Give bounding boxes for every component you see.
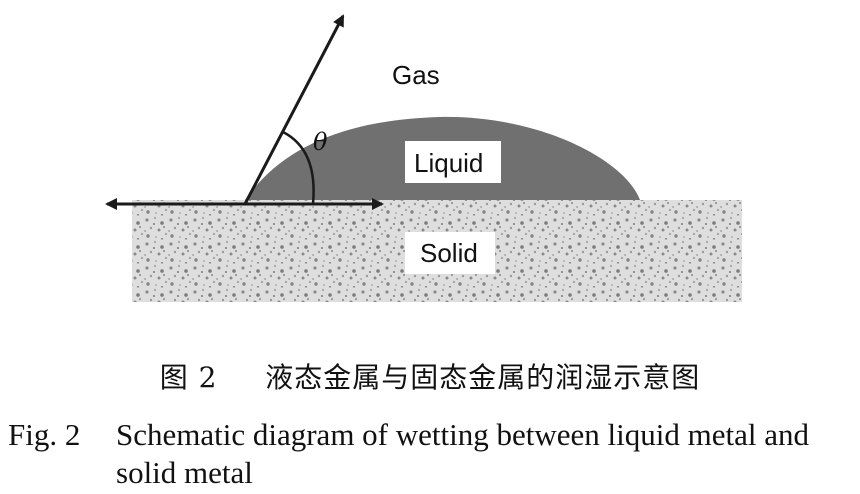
caption-chinese-fig: 图 2 xyxy=(159,361,218,394)
gas-label: Gas xyxy=(392,60,440,90)
caption-english-line2: solid metal xyxy=(116,455,253,490)
caption-chinese: 图 2 液态金属与固态金属的润湿示意图 xyxy=(0,356,860,396)
liquid-label-box xyxy=(405,141,501,183)
wetting-diagram: Gas Liquid Solid θ xyxy=(105,14,742,302)
theta-label: θ xyxy=(313,128,328,156)
caption-english: Fig. 2 Schematic diagram of wetting betwe… xyxy=(8,416,856,492)
caption-english-line1: Schematic diagram of wetting between liq… xyxy=(116,417,809,452)
liquid-label: Liquid xyxy=(414,148,483,178)
solid-label-box xyxy=(405,232,495,274)
tangent-arrow xyxy=(243,14,345,205)
caption-english-fig: Fig. 2 xyxy=(8,417,81,452)
contact-angle-arc xyxy=(282,130,315,205)
caption-chinese-text: 液态金属与固态金属的润湿示意图 xyxy=(265,361,701,394)
solid-label: Solid xyxy=(420,238,478,268)
